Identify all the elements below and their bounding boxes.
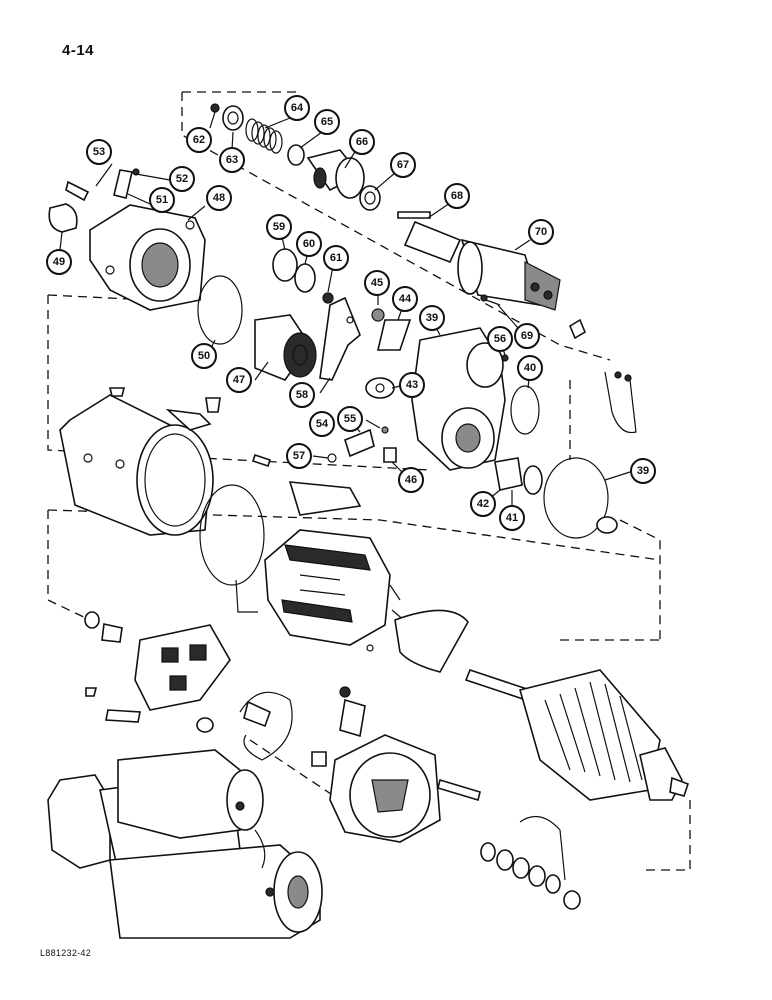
page-number: 4-14 bbox=[62, 42, 95, 59]
field-frame bbox=[59, 387, 362, 586]
figure-code: L881232-42 bbox=[40, 948, 92, 958]
callout-47: 47 bbox=[226, 367, 252, 393]
svg-text:45: 45 bbox=[371, 277, 383, 289]
svg-text:39: 39 bbox=[637, 465, 649, 477]
svg-text:52: 52 bbox=[176, 173, 188, 185]
callout-61: 61 bbox=[323, 245, 349, 271]
svg-text:39: 39 bbox=[426, 312, 438, 324]
callout-65: 65 bbox=[314, 109, 340, 135]
svg-text:41: 41 bbox=[506, 512, 518, 524]
svg-text:56: 56 bbox=[494, 333, 506, 345]
svg-text:61: 61 bbox=[330, 252, 342, 264]
field-coils bbox=[235, 529, 469, 673]
callout-55: 55 bbox=[337, 406, 363, 432]
svg-text:51: 51 bbox=[156, 194, 168, 206]
callout-49: 49 bbox=[46, 249, 72, 275]
svg-text:63: 63 bbox=[226, 154, 238, 166]
callout-52: 52 bbox=[169, 166, 195, 192]
callout-60: 60 bbox=[296, 231, 322, 257]
svg-text:43: 43 bbox=[406, 379, 418, 391]
callout-41: 41 bbox=[499, 505, 525, 531]
callout-44: 44 bbox=[392, 286, 418, 312]
callout-43: 43 bbox=[399, 372, 425, 398]
svg-text:62: 62 bbox=[193, 134, 205, 146]
solenoid-assembly bbox=[210, 103, 637, 434]
svg-text:50: 50 bbox=[198, 350, 210, 362]
terminal-hardware bbox=[480, 815, 581, 910]
callout-69: 69 bbox=[514, 323, 540, 349]
callout-39: 39 bbox=[630, 458, 656, 484]
callout-54: 54 bbox=[309, 411, 335, 437]
commutator-end-frame bbox=[329, 734, 481, 843]
callout-38: 39 bbox=[419, 305, 445, 331]
callout-62: 62 bbox=[186, 127, 212, 153]
callout-46: 46 bbox=[398, 467, 424, 493]
svg-text:60: 60 bbox=[303, 238, 315, 250]
callout-53: 53 bbox=[86, 139, 112, 165]
callout-67: 67 bbox=[390, 152, 416, 178]
svg-text:44: 44 bbox=[399, 293, 412, 305]
svg-text:58: 58 bbox=[296, 389, 308, 401]
callout-70: 70 bbox=[528, 219, 554, 245]
callouts: 62 63 64 65 66 67 68 70 69 53 52 51 48 4… bbox=[46, 95, 656, 531]
svg-text:42: 42 bbox=[477, 498, 489, 510]
callout-48: 48 bbox=[206, 185, 232, 211]
callout-56: 56 bbox=[487, 326, 513, 352]
svg-text:69: 69 bbox=[521, 330, 533, 342]
clutch-and-shift-lever bbox=[254, 248, 361, 381]
callout-45: 45 bbox=[364, 270, 390, 296]
svg-text:55: 55 bbox=[344, 413, 356, 425]
svg-text:65: 65 bbox=[321, 116, 333, 128]
svg-text:53: 53 bbox=[93, 146, 105, 158]
svg-text:57: 57 bbox=[293, 450, 305, 462]
callout-42: 42 bbox=[470, 491, 496, 517]
callout-59: 59 bbox=[266, 214, 292, 240]
svg-text:66: 66 bbox=[356, 136, 368, 148]
svg-text:49: 49 bbox=[53, 256, 65, 268]
svg-text:67: 67 bbox=[397, 159, 409, 171]
callout-57: 57 bbox=[286, 443, 312, 469]
callout-68: 68 bbox=[444, 183, 470, 209]
callout-66: 66 bbox=[349, 129, 375, 155]
svg-text:54: 54 bbox=[316, 418, 329, 430]
svg-text:68: 68 bbox=[451, 190, 463, 202]
brush-holder-assembly bbox=[84, 611, 366, 767]
svg-text:47: 47 bbox=[233, 374, 245, 386]
callout-64: 64 bbox=[284, 95, 310, 121]
svg-text:59: 59 bbox=[273, 221, 285, 233]
svg-text:46: 46 bbox=[405, 474, 417, 486]
drive-housing bbox=[48, 168, 243, 345]
svg-text:48: 48 bbox=[213, 192, 225, 204]
callout-40: 40 bbox=[517, 355, 543, 381]
callout-58: 58 bbox=[289, 382, 315, 408]
svg-text:40: 40 bbox=[524, 362, 536, 374]
spring-64 bbox=[245, 118, 283, 154]
svg-text:70: 70 bbox=[535, 226, 547, 238]
callout-63: 63 bbox=[219, 147, 245, 173]
armature bbox=[464, 669, 690, 801]
gear-housing bbox=[327, 308, 618, 539]
svg-text:64: 64 bbox=[291, 102, 304, 114]
assembled-starter bbox=[47, 749, 323, 939]
callout-51: 51 bbox=[149, 187, 175, 213]
callout-50: 50 bbox=[191, 343, 217, 369]
